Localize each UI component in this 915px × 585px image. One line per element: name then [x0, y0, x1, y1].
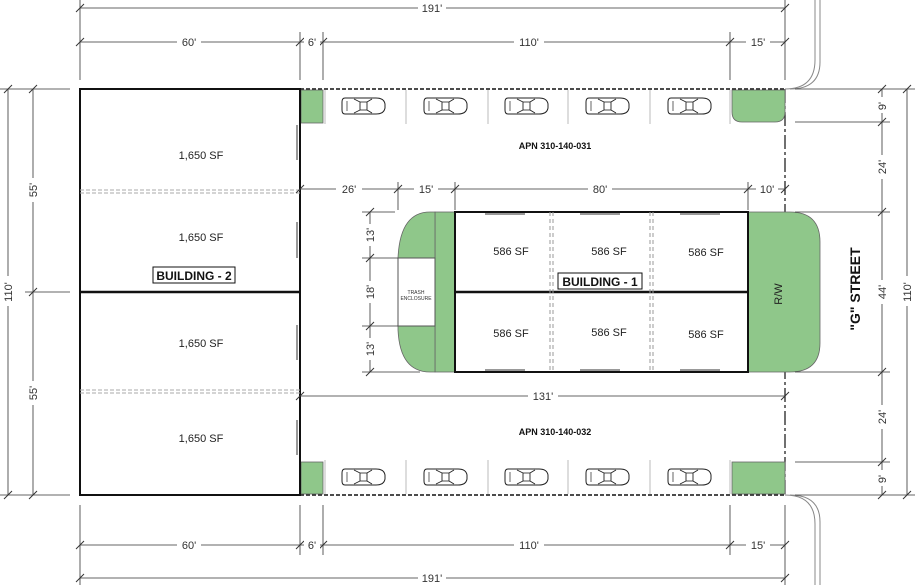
dimension-label: 60'	[182, 540, 196, 552]
car-icon	[585, 468, 630, 486]
landscape-areas	[300, 89, 821, 495]
unit-area: 586 SF	[591, 327, 627, 339]
dimension-label: 55'	[28, 183, 40, 197]
dimension-label: 191'	[422, 573, 442, 585]
dimension-label: 80'	[593, 184, 607, 196]
dimension-label: 6'	[308, 540, 316, 552]
dimension-label: 110'	[3, 282, 15, 302]
trash-enclosure-label-2: ENCLOSURE	[400, 296, 432, 302]
dimension-label: 15'	[419, 184, 433, 196]
unit-area: 586 SF	[591, 246, 627, 258]
dimension-label: 110'	[519, 37, 539, 49]
unit-area: 586 SF	[688, 329, 724, 341]
street-label: "G" STREET	[847, 247, 863, 331]
parking-row-top	[324, 90, 731, 124]
right-of-way-label: R/W	[773, 283, 785, 305]
car-icon	[504, 468, 549, 486]
dimension-label: 24'	[877, 160, 889, 174]
car-icon	[667, 468, 712, 486]
dimension-label: 26'	[342, 184, 356, 196]
dimension-label: 24'	[877, 410, 889, 424]
trash-enclosure: TRASH ENCLOSURE	[397, 257, 436, 327]
dimension-label: 110'	[902, 282, 914, 302]
dimension-label: 191'	[422, 3, 442, 15]
dimension-label: 110'	[519, 540, 539, 552]
car-icon	[341, 97, 386, 115]
unit-area: 1,650 SF	[179, 433, 224, 445]
dimension-label: 15'	[751, 37, 765, 49]
building-2-label: BUILDING - 2	[156, 269, 232, 283]
dimension-label: 9'	[877, 102, 889, 110]
car-icon	[341, 468, 386, 486]
car-icon	[667, 97, 712, 115]
car-icon	[504, 97, 549, 115]
unit-area: 1,650 SF	[179, 338, 224, 350]
building-2: 1,650 SF 1,650 SF 1,650 SF 1,650 SF BUIL…	[79, 88, 301, 496]
parking-row-bottom	[324, 460, 731, 494]
car-icon	[585, 97, 630, 115]
dimension-label: 6'	[308, 37, 316, 49]
dimension-label: 55'	[28, 386, 40, 400]
unit-area: 586 SF	[493, 328, 529, 340]
dimension-label: 131'	[533, 391, 553, 403]
unit-area: 586 SF	[688, 247, 724, 259]
apn-label-bottom: APN 310-140-032	[519, 427, 592, 437]
car-icon	[423, 97, 468, 115]
dimension-label: 10'	[760, 184, 774, 196]
apn-label-top: APN 310-140-031	[519, 141, 592, 151]
car-icon	[423, 468, 468, 486]
dimension-label: 9'	[877, 475, 889, 483]
dimension-label: 44'	[877, 285, 889, 299]
building-1-label: BUILDING - 1	[562, 275, 638, 289]
trash-enclosure-label-1: TRASH	[408, 290, 425, 296]
unit-area: 586 SF	[493, 246, 529, 258]
dimension-label: 18'	[365, 285, 377, 299]
unit-area: 1,650 SF	[179, 232, 224, 244]
building-1: 586 SF 586 SF 586 SF 586 SF 586 SF 586 S…	[454, 211, 749, 373]
dimension-label: 13'	[365, 228, 377, 242]
dimension-ticks	[3, 3, 912, 583]
dimension-label: 13'	[365, 342, 377, 356]
dimension-label: 60'	[182, 37, 196, 49]
dimension-label: 15'	[751, 540, 765, 552]
unit-area: 1,650 SF	[179, 150, 224, 162]
